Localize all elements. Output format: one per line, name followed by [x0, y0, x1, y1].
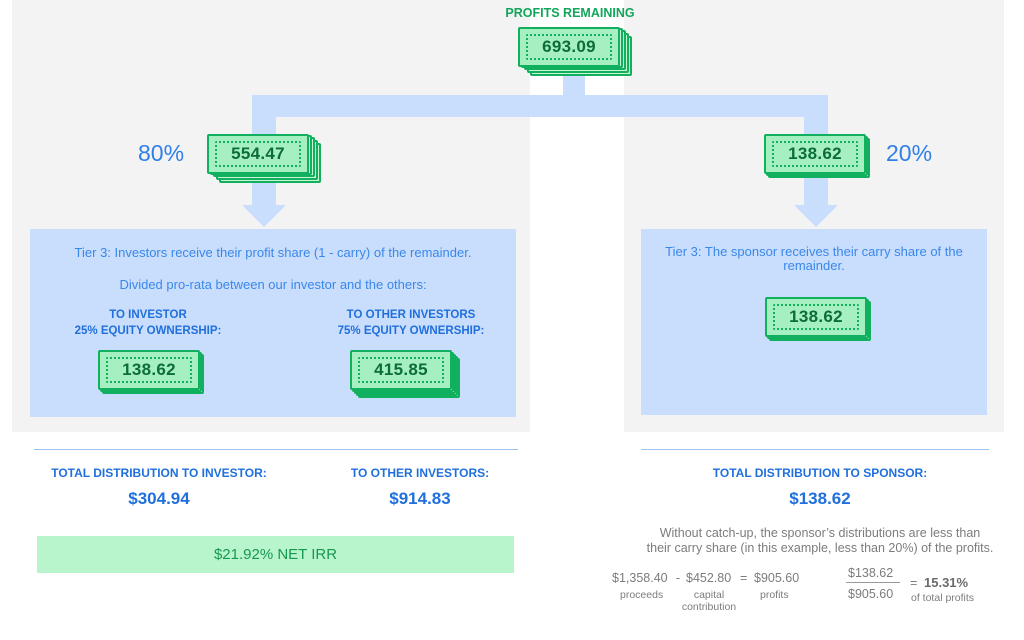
sponsor-tier-amount: 138.62 — [789, 307, 843, 326]
minus-sign: - — [676, 571, 681, 585]
capital-contribution-label: capital contribution — [681, 589, 737, 613]
profits-remaining-amount: 693.09 — [542, 37, 596, 56]
right-split-amount: 138.62 — [788, 144, 842, 163]
to-investor-amount: 138.62 — [122, 360, 176, 379]
fraction-denominator: $905.60 — [848, 587, 894, 601]
to-other-investors-heading: TO OTHER INVESTORS 75% EQUITY OWNERSHIP: — [337, 309, 485, 337]
left-split-money-stack: 554.47 — [207, 134, 325, 184]
connector-vertical-top — [563, 76, 585, 98]
arrow-down-right-icon — [794, 205, 838, 227]
profits-remaining-money-stack: 693.09 — [518, 27, 636, 77]
proceeds-value: $1,358.40 — [612, 571, 668, 585]
investor-tier-prorata-note: Divided pro-rata between our investor an… — [119, 277, 427, 292]
net-irr-text: $21.92% NET IRR — [213, 546, 338, 563]
fraction-bar — [846, 582, 900, 583]
capital-contribution-value: $452.80 — [686, 571, 732, 585]
total-to-sponsor-label: TOTAL DISTRIBUTION TO SPONSOR: — [712, 466, 928, 480]
equals-sign-2: = — [910, 576, 918, 590]
result-percent: 15.31% — [924, 575, 969, 590]
investor-tier-description: Tier 3: Investors receive their profit s… — [74, 245, 472, 260]
catch-up-note: Without catch-up, the sponsor’s distribu… — [646, 526, 994, 555]
left-split-amount: 554.47 — [231, 144, 285, 163]
sponsor-tier-box: Tier 3: The sponsor receives their carry… — [641, 229, 987, 415]
equals-sign-1: = — [740, 571, 748, 585]
net-irr-bar: $21.92% NET IRR — [37, 536, 514, 573]
sponsor-totals-divider — [641, 449, 989, 450]
result-label: of total profits — [911, 592, 975, 604]
profits-label: profits — [760, 589, 789, 601]
investor-totals-divider — [34, 449, 518, 450]
sponsor-tier-money-stack: 138.62 — [765, 297, 875, 343]
left-split-percent: 80% — [138, 140, 185, 166]
to-other-investors-money-stack: 415.85 — [350, 350, 468, 400]
right-split-percent: 20% — [886, 140, 933, 166]
to-other-investors-amount: 415.85 — [374, 360, 428, 379]
fraction-numerator: $138.62 — [848, 566, 894, 580]
total-to-other-investors-value: $914.83 — [389, 489, 451, 508]
connector-horizontal — [252, 95, 828, 117]
arrow-down-left-icon — [242, 205, 286, 227]
right-split-money-stack: 138.62 — [764, 134, 874, 180]
to-investor-money-stack: 138.62 — [98, 350, 208, 396]
total-to-sponsor-value: $138.62 — [789, 489, 851, 508]
to-investor-heading: TO INVESTOR 25% EQUITY OWNERSHIP: — [74, 309, 222, 337]
total-to-other-investors-label: TO OTHER INVESTORS: — [350, 466, 490, 480]
total-to-investor-label: TOTAL DISTRIBUTION TO INVESTOR: — [51, 466, 267, 480]
investor-tier-box: Tier 3: Investors receive their profit s… — [30, 229, 516, 417]
profits-value: $905.60 — [754, 571, 800, 585]
proceeds-label: proceeds — [620, 589, 664, 601]
sponsor-tier-description: Tier 3: The sponsor receives their carry… — [665, 244, 963, 273]
profits-remaining-label: PROFITS REMAINING — [505, 6, 635, 20]
total-to-investor-value: $304.94 — [128, 489, 190, 508]
